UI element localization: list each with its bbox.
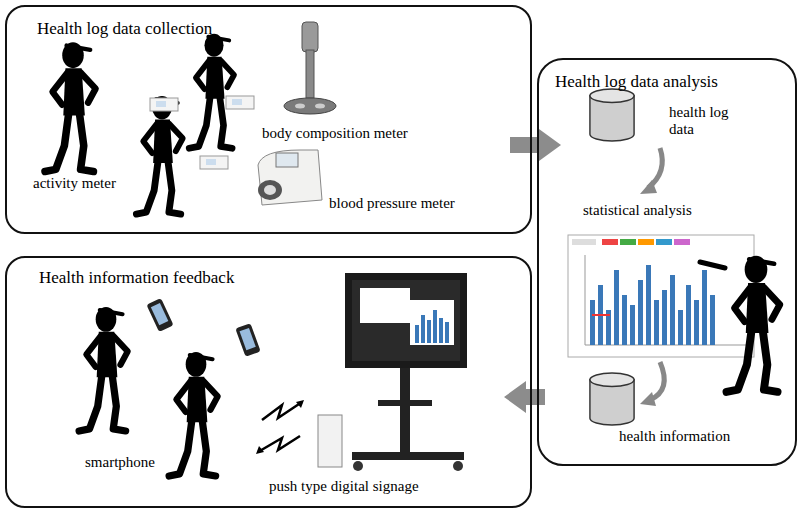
panel-title: Health log data collection [37, 19, 212, 39]
panel-box: Health log data collection activity meter… [5, 5, 532, 234]
figure-label: blood pressure meter [329, 195, 455, 212]
flow-arrow [510, 129, 561, 161]
panel-title: Health information feedback [39, 268, 234, 288]
panel-box: Health log data analysis health log data s… [537, 58, 797, 466]
panel-title: Health log data analysis [555, 72, 718, 92]
figure-label: body composition meter [262, 125, 408, 142]
figure-label: statistical analysis [583, 202, 692, 219]
figure-label: push type digital signage [269, 478, 419, 495]
figure-label: health log data [669, 104, 735, 137]
figure-label: activity meter [33, 175, 116, 192]
figure-label: health information [619, 428, 730, 445]
figure-label: smartphone [85, 454, 155, 471]
panel-box: Health information feedback smartphone pus… [5, 256, 532, 508]
